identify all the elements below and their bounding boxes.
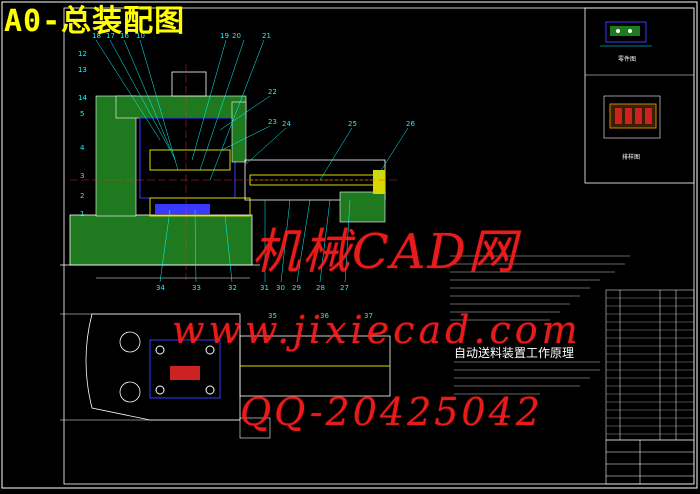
technical-notes-block [450,255,630,395]
panel-layout-label: 排样图 [622,154,641,161]
callout-37: 37 [364,312,373,320]
watermark-site-name: 机械CAD网 [252,224,518,280]
parts-list-table [605,289,695,441]
callout-leaders [95,39,409,283]
callout-32: 32 [228,284,237,292]
callout-24: 24 [282,120,291,128]
watermark-url: www.jixiecad.com [172,308,582,352]
callout-5: 5 [80,110,84,118]
callout-17: 17 [106,32,115,40]
notes-heading: 自动送料装置工作原理 [454,346,575,360]
callout-33: 33 [192,284,201,292]
callout-21: 21 [262,32,271,40]
callout-29: 29 [292,284,301,292]
callout-25: 25 [348,120,357,128]
callout-22: 22 [268,88,277,96]
panel-parts-frame [584,7,695,184]
callouts-left: 12 13 14 5 4 3 2 1 [78,50,87,218]
callout-30: 30 [276,284,285,292]
callout-27: 27 [340,284,349,292]
callout-12: 12 [78,50,87,58]
callout-10: 10 [136,32,145,40]
callout-36: 36 [320,312,329,320]
panel-parts-label: 零件图 [618,56,637,63]
callout-13: 13 [78,66,87,74]
callout-23: 23 [268,118,277,126]
layout-drawing-thumbnail [603,95,661,139]
callout-3: 3 [80,172,84,180]
title-block [605,439,695,485]
parts-list-rows [606,297,694,435]
part-drawing-thumbnail [600,21,652,47]
front-view-assembly [60,64,400,280]
callouts-plan: 35 36 37 [268,312,373,320]
callout-14: 14 [78,94,87,102]
callout-2: 2 [80,192,84,200]
callout-4: 4 [80,144,85,152]
callouts-bottom: 34 33 32 31 30 29 28 27 [156,284,349,292]
callout-34: 34 [156,284,165,292]
watermark-qq: QQ-20425042 [240,390,543,434]
callout-20: 20 [232,32,241,40]
plan-view-assembly [60,313,391,439]
callout-35: 35 [268,312,277,320]
sheet-inner-border [63,7,695,485]
callout-18: 18 [92,32,101,40]
callout-1: 1 [80,210,84,218]
drawing-title: A0-总装配图 [4,4,186,39]
callout-26: 26 [406,120,415,128]
callout-31: 31 [260,284,269,292]
callout-19: 19 [220,32,229,40]
callout-16: 16 [120,32,129,40]
callout-28: 28 [316,284,325,292]
callouts-top: 18 17 16 10 19 20 21 22 23 24 25 26 [92,32,415,128]
